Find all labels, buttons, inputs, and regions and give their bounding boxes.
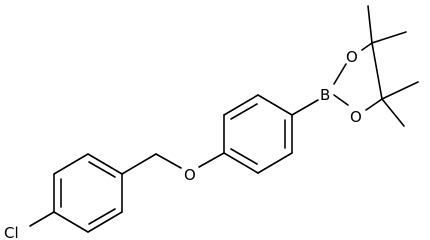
phenylene-ring [223,94,293,174]
ring-b-double-3 [230,148,258,165]
ring-oxygen-top-label: O [346,48,358,66]
c-c-ring-bond [371,42,383,100]
ring-b-bond-5 [257,152,293,174]
ch2-o-bond [155,153,182,169]
chlorophenyl-ring [53,153,123,233]
ring-oxygen-bottom-label: O [350,108,362,126]
methyl-top-2 [371,31,407,44]
ring-b-double-1 [230,103,258,120]
ring-b-boron-bond [291,99,319,116]
ring-a-bond-1 [87,153,123,175]
ring-ch2-bond [121,153,157,175]
methyl-bottom-2 [381,98,405,127]
ring-b-bond-3 [257,94,293,116]
ring-a-bond-4 [53,211,89,233]
ring-b-bond-2 [223,94,259,116]
o-top-c-bond [361,42,373,51]
o-bottom-c-bond [365,98,383,111]
b-o-top-bond [333,63,347,85]
ether-oxygen-label: O [184,166,196,184]
ring-a-double-1 [88,161,116,178]
dioxaborolane-ring: O O [333,42,383,126]
methyl-top-1 [367,5,373,44]
o-ring-bond [198,152,225,168]
chlorine-label: Cl [4,224,19,240]
ring-a-double-2 [88,208,116,225]
ring-a-bond-6 [53,153,89,175]
ring-b-bond-6 [223,152,259,174]
ring-a-bond-3 [87,211,123,233]
methyl-bottom-1 [381,81,419,100]
boron-label: B [320,86,330,104]
c-cl-bond [29,211,55,227]
b-o-bottom-bond [333,94,349,106]
